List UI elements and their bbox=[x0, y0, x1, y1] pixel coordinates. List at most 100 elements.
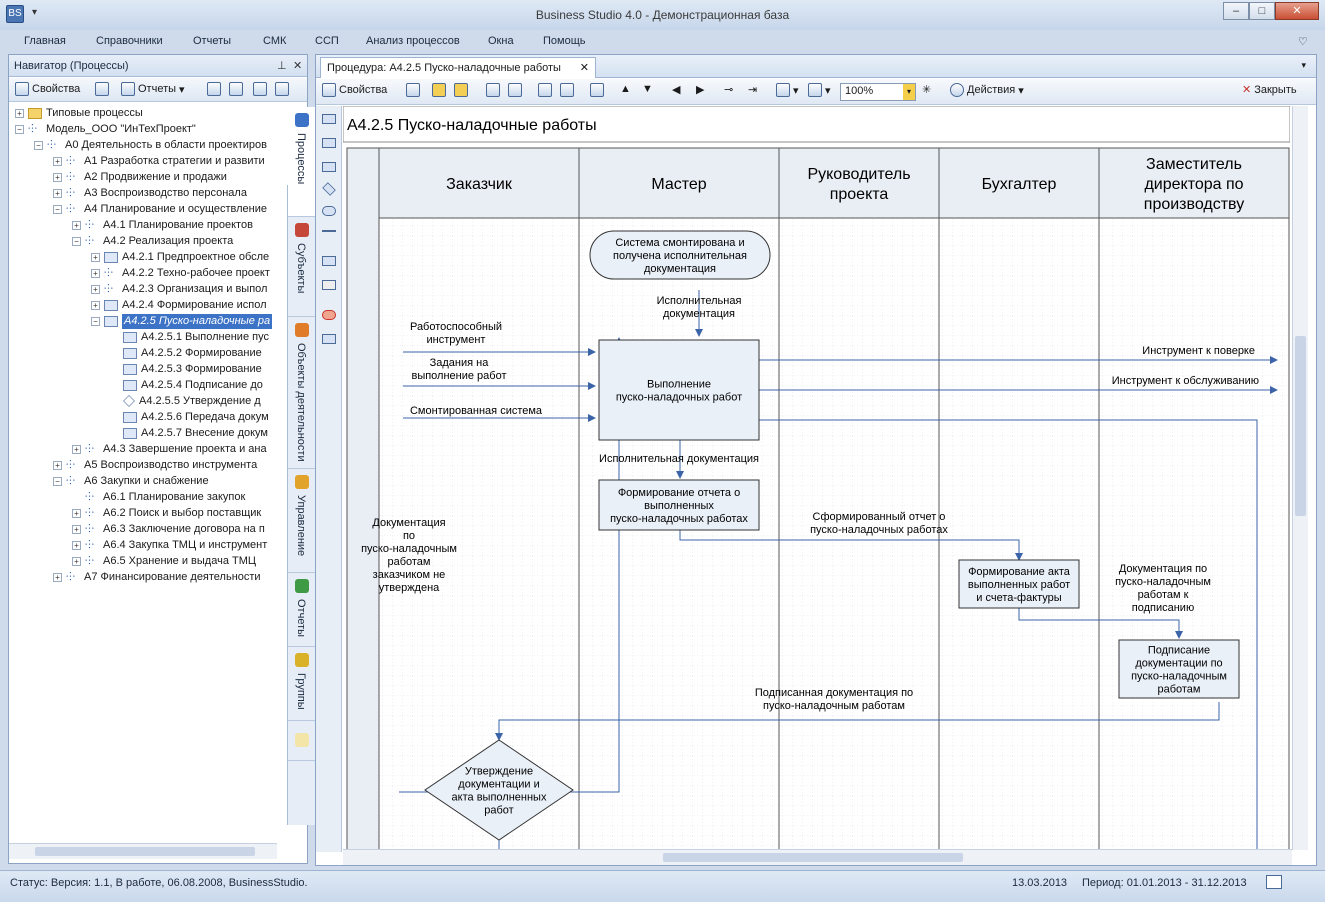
connector-tool-icon-2[interactable] bbox=[322, 138, 336, 148]
expand-toggle-icon[interactable]: + bbox=[53, 172, 62, 182]
tree-item[interactable]: +А4.2.1 Предпроектное обсле bbox=[91, 249, 269, 265]
nav-reports-button[interactable]: Отчеты▾ bbox=[121, 82, 185, 96]
canvas-horizontal-scrollbar[interactable] bbox=[343, 849, 1292, 865]
tree-item[interactable]: +⸭А4.2.3 Организация и выпол bbox=[91, 281, 267, 297]
tab-list-icon[interactable]: ▾ bbox=[1301, 60, 1306, 70]
tree-item[interactable]: +А4.2.4 Формирование испол bbox=[91, 297, 267, 313]
zoom-fit-icon[interactable]: ✳ bbox=[922, 84, 932, 96]
tree-item[interactable]: +⸭А4.2.2 Техно-рабочее проект bbox=[91, 265, 270, 281]
expand-toggle-icon[interactable]: − bbox=[72, 236, 81, 246]
expand-toggle-icon[interactable]: − bbox=[91, 316, 100, 326]
decision-gateway[interactable] bbox=[424, 739, 574, 841]
align-right-icon[interactable]: ⇥ bbox=[748, 84, 758, 96]
tree-item[interactable]: +⸭А6.4 Закупка ТМЦ и инструмент bbox=[72, 537, 267, 553]
tree-item[interactable]: +⸭А6.3 Заключение договора на п bbox=[72, 521, 265, 537]
pin-icon[interactable]: ⊥ bbox=[277, 60, 287, 72]
side-tab-new[interactable] bbox=[288, 721, 317, 761]
arrow-left-icon[interactable]: ◀ bbox=[672, 84, 681, 96]
expand-toggle-icon[interactable]: + bbox=[53, 156, 62, 166]
tree-item[interactable]: +⸭А6.5 Хранение и выдача ТМЦ bbox=[72, 553, 256, 569]
tree-item[interactable]: +⸭А3 Воспроизводство персонала bbox=[53, 185, 247, 201]
tree-item[interactable]: А4.2.5.7 Внесение докум bbox=[110, 425, 268, 441]
tree-item[interactable]: А4.2.5.6 Передача докум bbox=[110, 409, 269, 425]
scroll-thumb[interactable] bbox=[35, 847, 255, 856]
tree-item[interactable]: −А4.2.5 Пуско-наладочные ра bbox=[91, 313, 273, 329]
decision-shape-icon[interactable] bbox=[322, 182, 336, 196]
fit-icon[interactable] bbox=[508, 83, 522, 97]
nav-filter-icon[interactable] bbox=[253, 82, 267, 96]
tree-item[interactable]: А4.2.5.3 Формирование bbox=[110, 361, 262, 377]
connector-tool-icon[interactable] bbox=[322, 114, 336, 124]
text-icon[interactable] bbox=[538, 83, 552, 97]
scroll-thumb[interactable] bbox=[663, 853, 963, 862]
expand-toggle-icon[interactable]: + bbox=[91, 300, 100, 310]
quick-access-dropdown-icon[interactable]: ▾ bbox=[32, 7, 38, 18]
expand-toggle-icon[interactable]: + bbox=[91, 284, 100, 294]
nav-refresh-icon[interactable] bbox=[229, 82, 243, 96]
expand-toggle-icon[interactable]: + bbox=[72, 220, 81, 230]
menu-item-process-analysis[interactable]: Анализ процессов bbox=[366, 35, 460, 47]
nav-link-icon[interactable] bbox=[275, 82, 289, 96]
diagram-properties-button[interactable]: Свойства bbox=[322, 83, 387, 97]
menu-item-ssp[interactable]: ССП bbox=[315, 35, 339, 47]
line-tool-icon[interactable] bbox=[322, 230, 336, 232]
process-p3[interactable] bbox=[958, 559, 1080, 609]
process-p1[interactable] bbox=[598, 339, 760, 441]
tree-item[interactable]: +⸭А6.2 Поиск и выбор поставщик bbox=[72, 505, 261, 521]
side-tab[interactable]: Отчеты bbox=[288, 573, 317, 647]
expand-toggle-icon[interactable]: + bbox=[91, 268, 100, 278]
expand-toggle-icon[interactable]: − bbox=[53, 476, 62, 486]
nav-properties-button[interactable]: Свойства bbox=[15, 82, 80, 96]
expand-toggle-icon[interactable]: + bbox=[53, 572, 62, 582]
align-left-icon[interactable]: ⊸ bbox=[724, 84, 734, 96]
tree-item[interactable]: А4.2.5.5 Утверждение д bbox=[110, 393, 261, 409]
zoom-select[interactable]: 100%▾ bbox=[840, 83, 916, 101]
expand-toggle-icon[interactable]: + bbox=[91, 252, 100, 262]
tree-item[interactable]: А4.2.5.2 Формирование bbox=[110, 345, 262, 361]
app-icon[interactable]: BS bbox=[6, 5, 24, 23]
side-tab[interactable]: Процессы bbox=[288, 107, 317, 217]
event-shape-icon[interactable] bbox=[322, 206, 336, 216]
side-tab[interactable]: Группы bbox=[288, 647, 317, 721]
expand-toggle-icon[interactable]: + bbox=[72, 540, 81, 550]
expand-toggle-icon[interactable]: − bbox=[34, 140, 43, 150]
expand-toggle-icon[interactable]: + bbox=[72, 524, 81, 534]
tree-item[interactable]: ⸭А6.1 Планирование закупок bbox=[72, 489, 245, 505]
close-document-button[interactable]: ✕Закрыть bbox=[1242, 83, 1297, 97]
expand-toggle-icon[interactable]: + bbox=[15, 108, 24, 118]
tree-item[interactable]: −⸭А4 Планирование и осуществление bbox=[53, 201, 267, 217]
tree-item[interactable]: −⸭Модель_ООО "ИнТехПроект" bbox=[15, 121, 196, 137]
nav-table-button[interactable] bbox=[95, 82, 109, 96]
tree-item[interactable]: −⸭А6 Закупки и снабжение bbox=[53, 473, 209, 489]
expand-toggle-icon[interactable]: − bbox=[15, 124, 24, 134]
tree-item[interactable]: +⸭А2 Продвижение и продажи bbox=[53, 169, 227, 185]
connector-mode-icon[interactable] bbox=[432, 83, 446, 97]
start-event[interactable] bbox=[589, 230, 771, 280]
move-down-icon[interactable]: ▼ bbox=[642, 83, 653, 95]
expand-toggle-icon[interactable]: + bbox=[72, 444, 81, 454]
pointer-mode-icon[interactable] bbox=[454, 83, 468, 97]
image-tool-icon[interactable] bbox=[322, 256, 336, 266]
panel-close-icon[interactable]: ✕ bbox=[293, 60, 303, 72]
close-window-button[interactable]: ✕ bbox=[1275, 2, 1319, 20]
minimize-button[interactable]: – bbox=[1223, 2, 1249, 20]
expand-toggle-icon[interactable]: − bbox=[53, 204, 62, 214]
canvas-vertical-scrollbar[interactable] bbox=[1292, 106, 1308, 850]
format-painter-icon[interactable] bbox=[560, 83, 574, 97]
export-icon[interactable] bbox=[486, 83, 500, 97]
save-icon[interactable] bbox=[406, 83, 420, 97]
menu-item-smk[interactable]: СМК bbox=[263, 35, 287, 47]
ribbon-collapse-icon[interactable]: ♡ bbox=[1298, 36, 1308, 48]
status-list-icon[interactable] bbox=[1266, 875, 1282, 889]
menu-item-help[interactable]: Помощь bbox=[543, 35, 586, 47]
tree-horizontal-scrollbar[interactable] bbox=[9, 843, 277, 859]
tab-close-icon[interactable]: ✕ bbox=[579, 62, 589, 74]
tree-item[interactable]: А4.2.5.4 Подписание до bbox=[110, 377, 263, 393]
text-block-icon[interactable] bbox=[322, 280, 336, 290]
menu-item-references[interactable]: Справочники bbox=[96, 35, 163, 47]
tree-item[interactable]: −⸭А4.2 Реализация проекта bbox=[72, 233, 233, 249]
expand-toggle-icon[interactable]: + bbox=[72, 508, 81, 518]
layout-icon[interactable]: ▾ bbox=[776, 83, 799, 97]
scroll-thumb[interactable] bbox=[1295, 336, 1306, 516]
